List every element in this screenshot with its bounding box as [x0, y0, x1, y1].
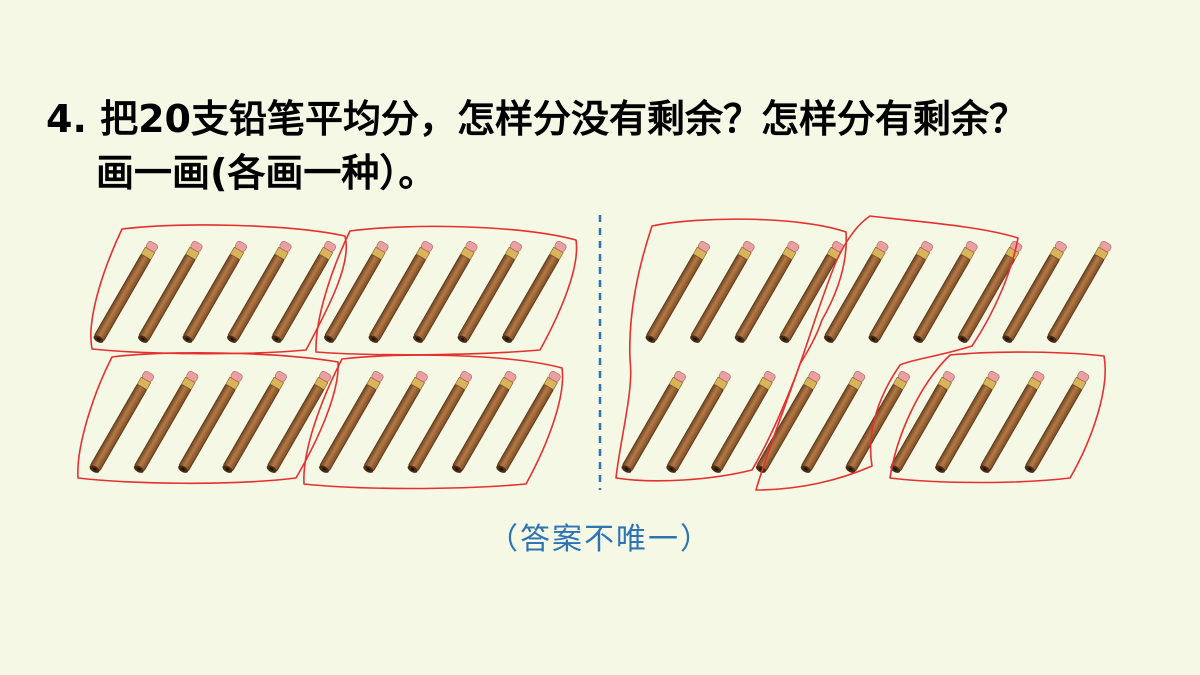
answer-note: （答案不唯一） [488, 522, 712, 557]
group-outline-left-2 [315, 225, 578, 356]
group-outline-right-2 [755, 215, 1019, 491]
group-outlines-layer [77, 215, 1106, 491]
group-outline-left-1 [90, 224, 348, 355]
group-outline-left-3 [77, 352, 339, 485]
group-outline-right-1 [615, 218, 848, 482]
group-outline-left-4 [303, 354, 564, 490]
question-line-2: 画一画(各画一种）。 [96, 151, 437, 195]
group-outline-right-3 [889, 351, 1106, 484]
question-line-1: 4. 把20支铅笔平均分，怎样分没有剩余？怎样分有剩余？ [46, 97, 1027, 141]
question-text: 4. 把20支铅笔平均分，怎样分没有剩余？怎样分有剩余？ 画一画(各画一种）。 [46, 92, 1186, 200]
